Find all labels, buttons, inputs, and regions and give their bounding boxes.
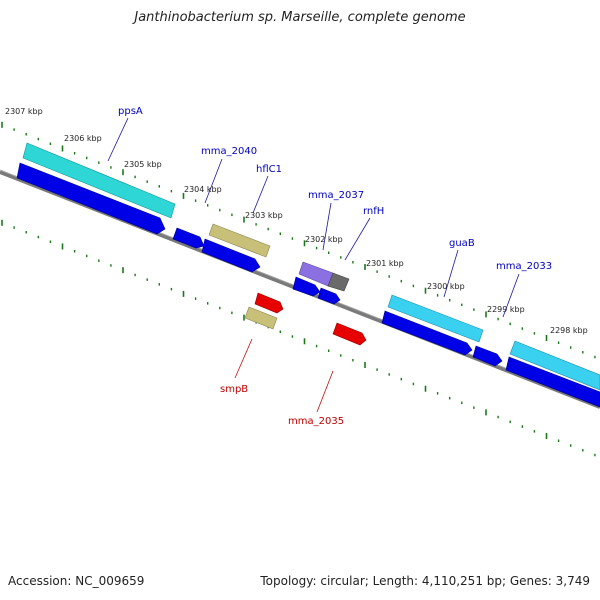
ruler-label: 2300 kbp: [427, 282, 465, 291]
reverse-label-lines: [234, 338, 334, 413]
forward-features: [22, 142, 600, 391]
feature-label-mma_2035[interactable]: mma_2035: [288, 416, 344, 427]
feature-label-guaB[interactable]: guaB: [449, 238, 475, 249]
forward-feature-labels: ppsA mma_2040 hflC1 mma_2037 rnfH guaB m…: [118, 106, 552, 272]
gene-arrow-forward[interactable]: [505, 356, 600, 408]
feature-label-rnfH[interactable]: rnfH: [363, 206, 384, 217]
forward-genes: [16, 162, 600, 408]
cds-bar-rnfH[interactable]: [327, 272, 350, 292]
gene-arrow-forward[interactable]: [472, 345, 503, 367]
feature-label-mma_2037[interactable]: mma_2037: [308, 190, 364, 201]
label-leader-line: [234, 338, 253, 379]
reverse-genes: [244, 292, 367, 346]
gene-arrow-forward[interactable]: [317, 287, 341, 305]
cds-bar-ppsA[interactable]: [22, 142, 176, 219]
gene-arrow-forward[interactable]: [292, 276, 321, 297]
accession-text: Accession: NC_009659: [8, 574, 145, 588]
gene-arrow-forward[interactable]: [16, 162, 166, 235]
ruler-label: 2304 kbp: [184, 185, 222, 194]
label-leader-line: [502, 273, 520, 318]
forward-label-lines: [107, 117, 520, 318]
reverse-feature-labels: smpB mma_2035: [220, 384, 344, 427]
ruler-ticks-upper: [1, 121, 596, 359]
gene-arrow-reverse[interactable]: [332, 322, 367, 346]
feature-label-mma_2040[interactable]: mma_2040: [201, 146, 257, 157]
cds-bar-hflC1[interactable]: [208, 223, 271, 258]
label-leader-line: [107, 117, 129, 162]
feature-label-hflC1[interactable]: hflC1: [256, 164, 282, 175]
ruler-label: 2306 kbp: [64, 134, 102, 143]
ruler-ticks-lower: [1, 219, 596, 457]
label-leader-line: [443, 249, 459, 298]
feature-label-ppsA[interactable]: ppsA: [118, 106, 143, 117]
label-leader-line: [316, 370, 334, 413]
label-leader-line: [344, 217, 371, 261]
feature-label-mma_2033[interactable]: mma_2033: [496, 261, 552, 272]
ruler-label: 2303 kbp: [245, 211, 283, 220]
ruler-label: 2305 kbp: [124, 160, 162, 169]
ruler-label: 2302 kbp: [305, 235, 343, 244]
label-leader-line: [204, 158, 223, 204]
ruler-label: 2301 kbp: [366, 259, 404, 268]
ruler-label: 2298 kbp: [550, 326, 588, 335]
label-leader-line: [322, 202, 332, 251]
cds-bar-guaB[interactable]: [387, 294, 484, 343]
gene-arrow-forward[interactable]: [381, 310, 473, 356]
ruler-label: 2307 kbp: [5, 107, 43, 116]
cds-bar-mma_2033[interactable]: [509, 340, 600, 391]
feature-label-smpB[interactable]: smpB: [220, 384, 248, 395]
gene-arrow-reverse[interactable]: [254, 292, 284, 314]
cds-bar-smpB[interactable]: [244, 306, 278, 330]
label-leader-line: [252, 175, 269, 214]
gene-arrow-forward[interactable]: [172, 227, 205, 249]
gene-arrow-forward[interactable]: [201, 238, 261, 273]
genome-summary-text: Topology: circular; Length: 4,110,251 bp…: [260, 574, 590, 588]
ruler-labels: 2307 kbp 2306 kbp 2305 kbp 2304 kbp 2303…: [5, 107, 588, 335]
map-title: Janthinobacterium sp. Marseille, complet…: [134, 10, 466, 25]
